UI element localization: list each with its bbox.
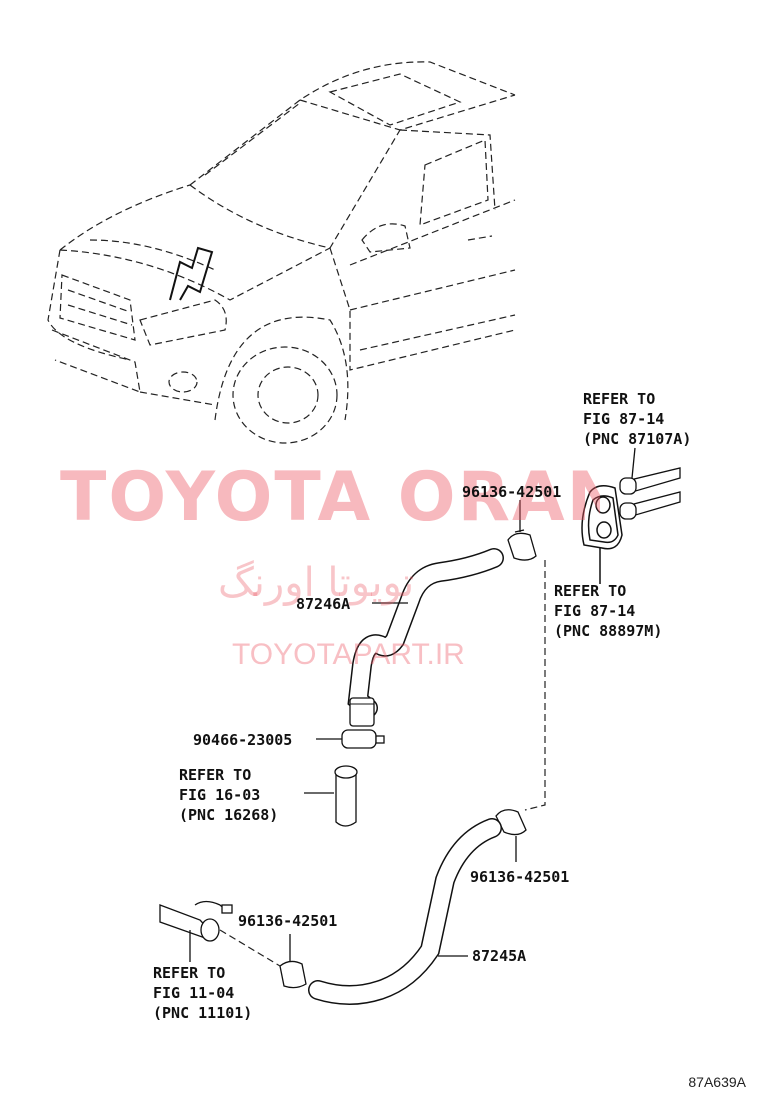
reference-line: REFER TO [554, 582, 627, 600]
reference-line: (PNC 16268) [179, 806, 279, 824]
reference-line: (PNC 11101) [153, 1004, 253, 1022]
part-label-hose-lower: 87245A [472, 947, 527, 965]
watermark-url: TOYOTAPART.IR [232, 638, 465, 671]
heater-pipes [619, 447, 681, 520]
hose-location-icon [169, 246, 214, 301]
reference-line: REFER TO [179, 766, 252, 784]
reference-engine-outlet: REFER TO FIG 16-03 (PNC 16268) [179, 765, 278, 825]
part-label-clamp-upper: 96136-42501 [462, 483, 562, 501]
reference-line: FIG 16-03 [179, 786, 261, 804]
reference-water-pipe: REFER TO FIG 11-04 (PNC 11101) [153, 963, 252, 1023]
part-label-clamp-engine: 90466-23005 [193, 731, 293, 749]
grommet [581, 485, 623, 584]
engine-outlet-pipe [304, 765, 358, 827]
reference-line: FIG 87-14 [583, 410, 665, 428]
part-label-clamp-lower-left: 96136-42501 [238, 912, 338, 930]
figure-code: 87A639A [688, 1074, 746, 1090]
part-label-clamp-lower-right: 96136-42501 [470, 868, 570, 886]
reference-grommet: REFER TO FIG 87-14 (PNC 88897M) [554, 581, 662, 641]
reference-line: REFER TO [153, 964, 226, 982]
lower-right-hose-clamp [495, 809, 527, 862]
reference-heater-pipes: REFER TO FIG 87-14 (PNC 87107A) [583, 389, 691, 449]
lower-left-hose-clamp [279, 934, 307, 989]
reference-line: (PNC 87107A) [583, 430, 692, 448]
engine-hose-clamp [316, 729, 385, 749]
reference-line: FIG 87-14 [554, 602, 636, 620]
reference-line: REFER TO [583, 390, 656, 408]
lower-hose [308, 818, 502, 1005]
watermark-brand: TOYOTA ORANG [60, 458, 600, 537]
vehicle-outline [47, 61, 516, 444]
water-pipe [159, 900, 233, 962]
upper-hose-clamp [507, 500, 537, 561]
upper-hose [347, 548, 504, 727]
reference-line: (PNC 88897M) [554, 622, 663, 640]
watermark-persian: تویوتا اورنگ [218, 560, 415, 606]
part-label-hose-upper: 87246A [296, 595, 351, 613]
reference-line: FIG 11-04 [153, 984, 235, 1002]
